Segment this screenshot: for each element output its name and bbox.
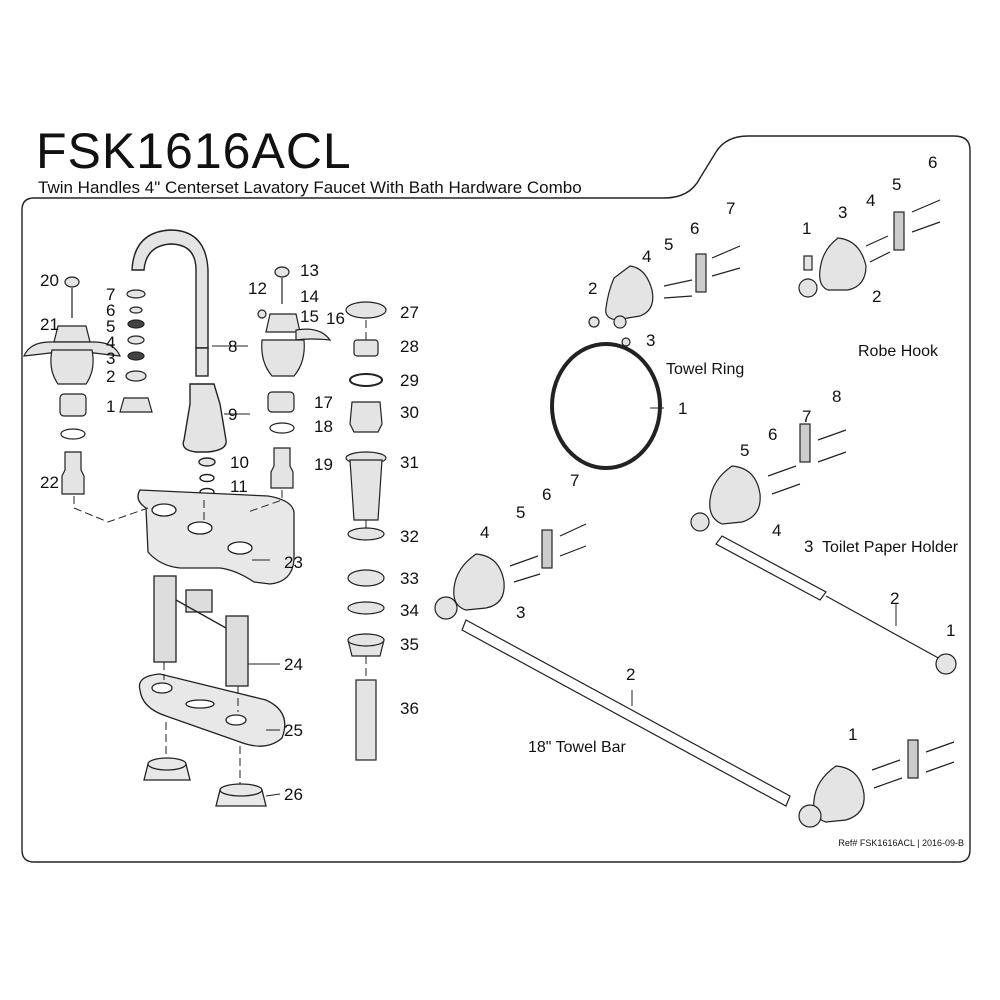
callout-ring-5: 5 (664, 235, 673, 254)
callout-tp-6: 6 (768, 425, 777, 444)
callout-faucet-7: 7 (106, 285, 115, 304)
callout-faucet-14: 14 (300, 287, 319, 306)
callouts-drain: 27 28 29 30 31 32 33 34 35 36 (400, 303, 419, 718)
callout-faucet-9: 9 (228, 405, 237, 424)
callout-bar-3: 3 (516, 603, 525, 622)
callout-drain-33: 33 (400, 569, 419, 588)
callout-hook-1: 1 (802, 219, 811, 238)
left-handle-assembly (23, 276, 121, 495)
callout-faucet-18: 18 (314, 417, 333, 436)
callout-tp-8: 8 (832, 387, 841, 406)
callout-faucet-20: 20 (40, 271, 59, 290)
callout-drain-35: 35 (400, 635, 419, 654)
towel-bar-right-bracket (798, 739, 955, 828)
callout-faucet-15: 15 (300, 307, 319, 326)
callout-faucet-23: 23 (284, 553, 303, 572)
callout-bar-7: 7 (570, 471, 579, 490)
callout-ring-1: 1 (678, 399, 687, 418)
callout-drain-36: 36 (400, 699, 419, 718)
model-title: FSK1616ACL (36, 123, 352, 179)
leader-lines (212, 345, 897, 797)
callout-bar-2: 2 (626, 665, 635, 684)
callouts-towel-bar: 1 2 3 4 5 6 7 (480, 471, 857, 744)
callout-tp-1: 1 (946, 621, 955, 640)
callout-hook-3: 3 (838, 203, 847, 222)
towel-bar-left-bracket (434, 523, 791, 807)
callout-hook-2: 2 (872, 287, 881, 306)
border-frame (21, 135, 971, 863)
callout-ring-3: 3 (646, 331, 655, 350)
callout-faucet-5: 5 (106, 317, 115, 336)
callout-tp-4: 4 (772, 521, 781, 540)
callout-faucet-25: 25 (284, 721, 303, 740)
callout-drain-27: 27 (400, 303, 419, 322)
group-labels: Towel Ring Robe Hook Toilet Paper Holder… (528, 343, 959, 756)
callout-drain-32: 32 (400, 527, 419, 546)
callout-faucet-22: 22 (40, 473, 59, 492)
callout-hook-6: 6 (928, 153, 937, 172)
callout-tp-3: 3 (804, 537, 813, 556)
callouts-faucet: 20 21 22 7 6 5 4 3 2 1 8 9 10 11 12 13 1… (40, 261, 345, 804)
callout-faucet-17: 17 (314, 393, 333, 412)
callout-faucet-10: 10 (230, 453, 249, 472)
callout-faucet-1: 1 (106, 397, 115, 416)
callout-drain-29: 29 (400, 371, 419, 390)
callout-faucet-4: 4 (106, 333, 115, 352)
callout-faucet-21: 21 (40, 315, 59, 334)
toilet-paper-holder-drawing (690, 423, 957, 675)
label-towel-ring: Towel Ring (666, 361, 744, 378)
label-robe-hook: Robe Hook (858, 343, 939, 360)
callout-bar-4: 4 (480, 523, 489, 542)
right-handle-assembly (257, 266, 332, 489)
callout-faucet-11: 11 (230, 477, 248, 496)
callout-faucet-24: 24 (284, 655, 303, 674)
callout-faucet-3: 3 (106, 349, 115, 368)
callout-bar-5: 5 (516, 503, 525, 522)
callout-faucet-8: 8 (228, 337, 237, 356)
base-gasket-and-nuts (138, 673, 286, 807)
callouts-toilet-paper-holder: 1 2 3 4 5 6 7 8 (740, 387, 955, 640)
callouts-towel-ring: 1 2 3 4 5 6 7 (588, 199, 735, 418)
callout-bar-1: 1 (848, 725, 857, 744)
callout-tp-5: 5 (740, 441, 749, 460)
reference-code: Ref# FSK1616ACL | 2016-09-B (838, 838, 964, 848)
callout-drain-28: 28 (400, 337, 419, 356)
spout (131, 229, 227, 497)
callout-hook-5: 5 (892, 175, 901, 194)
label-toilet-paper-holder: Toilet Paper Holder (822, 539, 959, 556)
callout-ring-6: 6 (690, 219, 699, 238)
callout-drain-30: 30 (400, 403, 419, 422)
callouts-robe-hook: 1 2 3 4 5 6 (802, 153, 937, 306)
alignment-lines (73, 320, 367, 784)
callout-faucet-6: 6 (106, 301, 115, 320)
callout-faucet-26: 26 (284, 785, 303, 804)
callout-ring-7: 7 (726, 199, 735, 218)
callout-tp-7: 7 (802, 407, 811, 426)
callout-drain-34: 34 (400, 601, 419, 620)
faucet-body (137, 489, 295, 687)
cartridge-small-parts (119, 289, 153, 413)
towel-ring-drawing (550, 245, 741, 470)
callout-faucet-16: 16 (326, 309, 345, 328)
callout-faucet-12: 12 (248, 279, 267, 298)
callout-drain-31: 31 (400, 453, 419, 472)
robe-hook-drawing (798, 199, 941, 298)
callout-faucet-19: 19 (314, 455, 333, 474)
callout-ring-2: 2 (588, 279, 597, 298)
model-subtitle: Twin Handles 4" Centerset Lavatory Fauce… (38, 178, 582, 197)
callout-bar-6: 6 (542, 485, 551, 504)
callout-ring-4: 4 (642, 247, 651, 266)
callout-faucet-13: 13 (300, 261, 319, 280)
callout-hook-4: 4 (866, 191, 875, 210)
label-towel-bar: 18" Towel Bar (528, 739, 627, 756)
callout-faucet-2: 2 (106, 367, 115, 386)
pop-up-drain-assembly (345, 301, 387, 761)
callout-tp-2: 2 (890, 589, 899, 608)
